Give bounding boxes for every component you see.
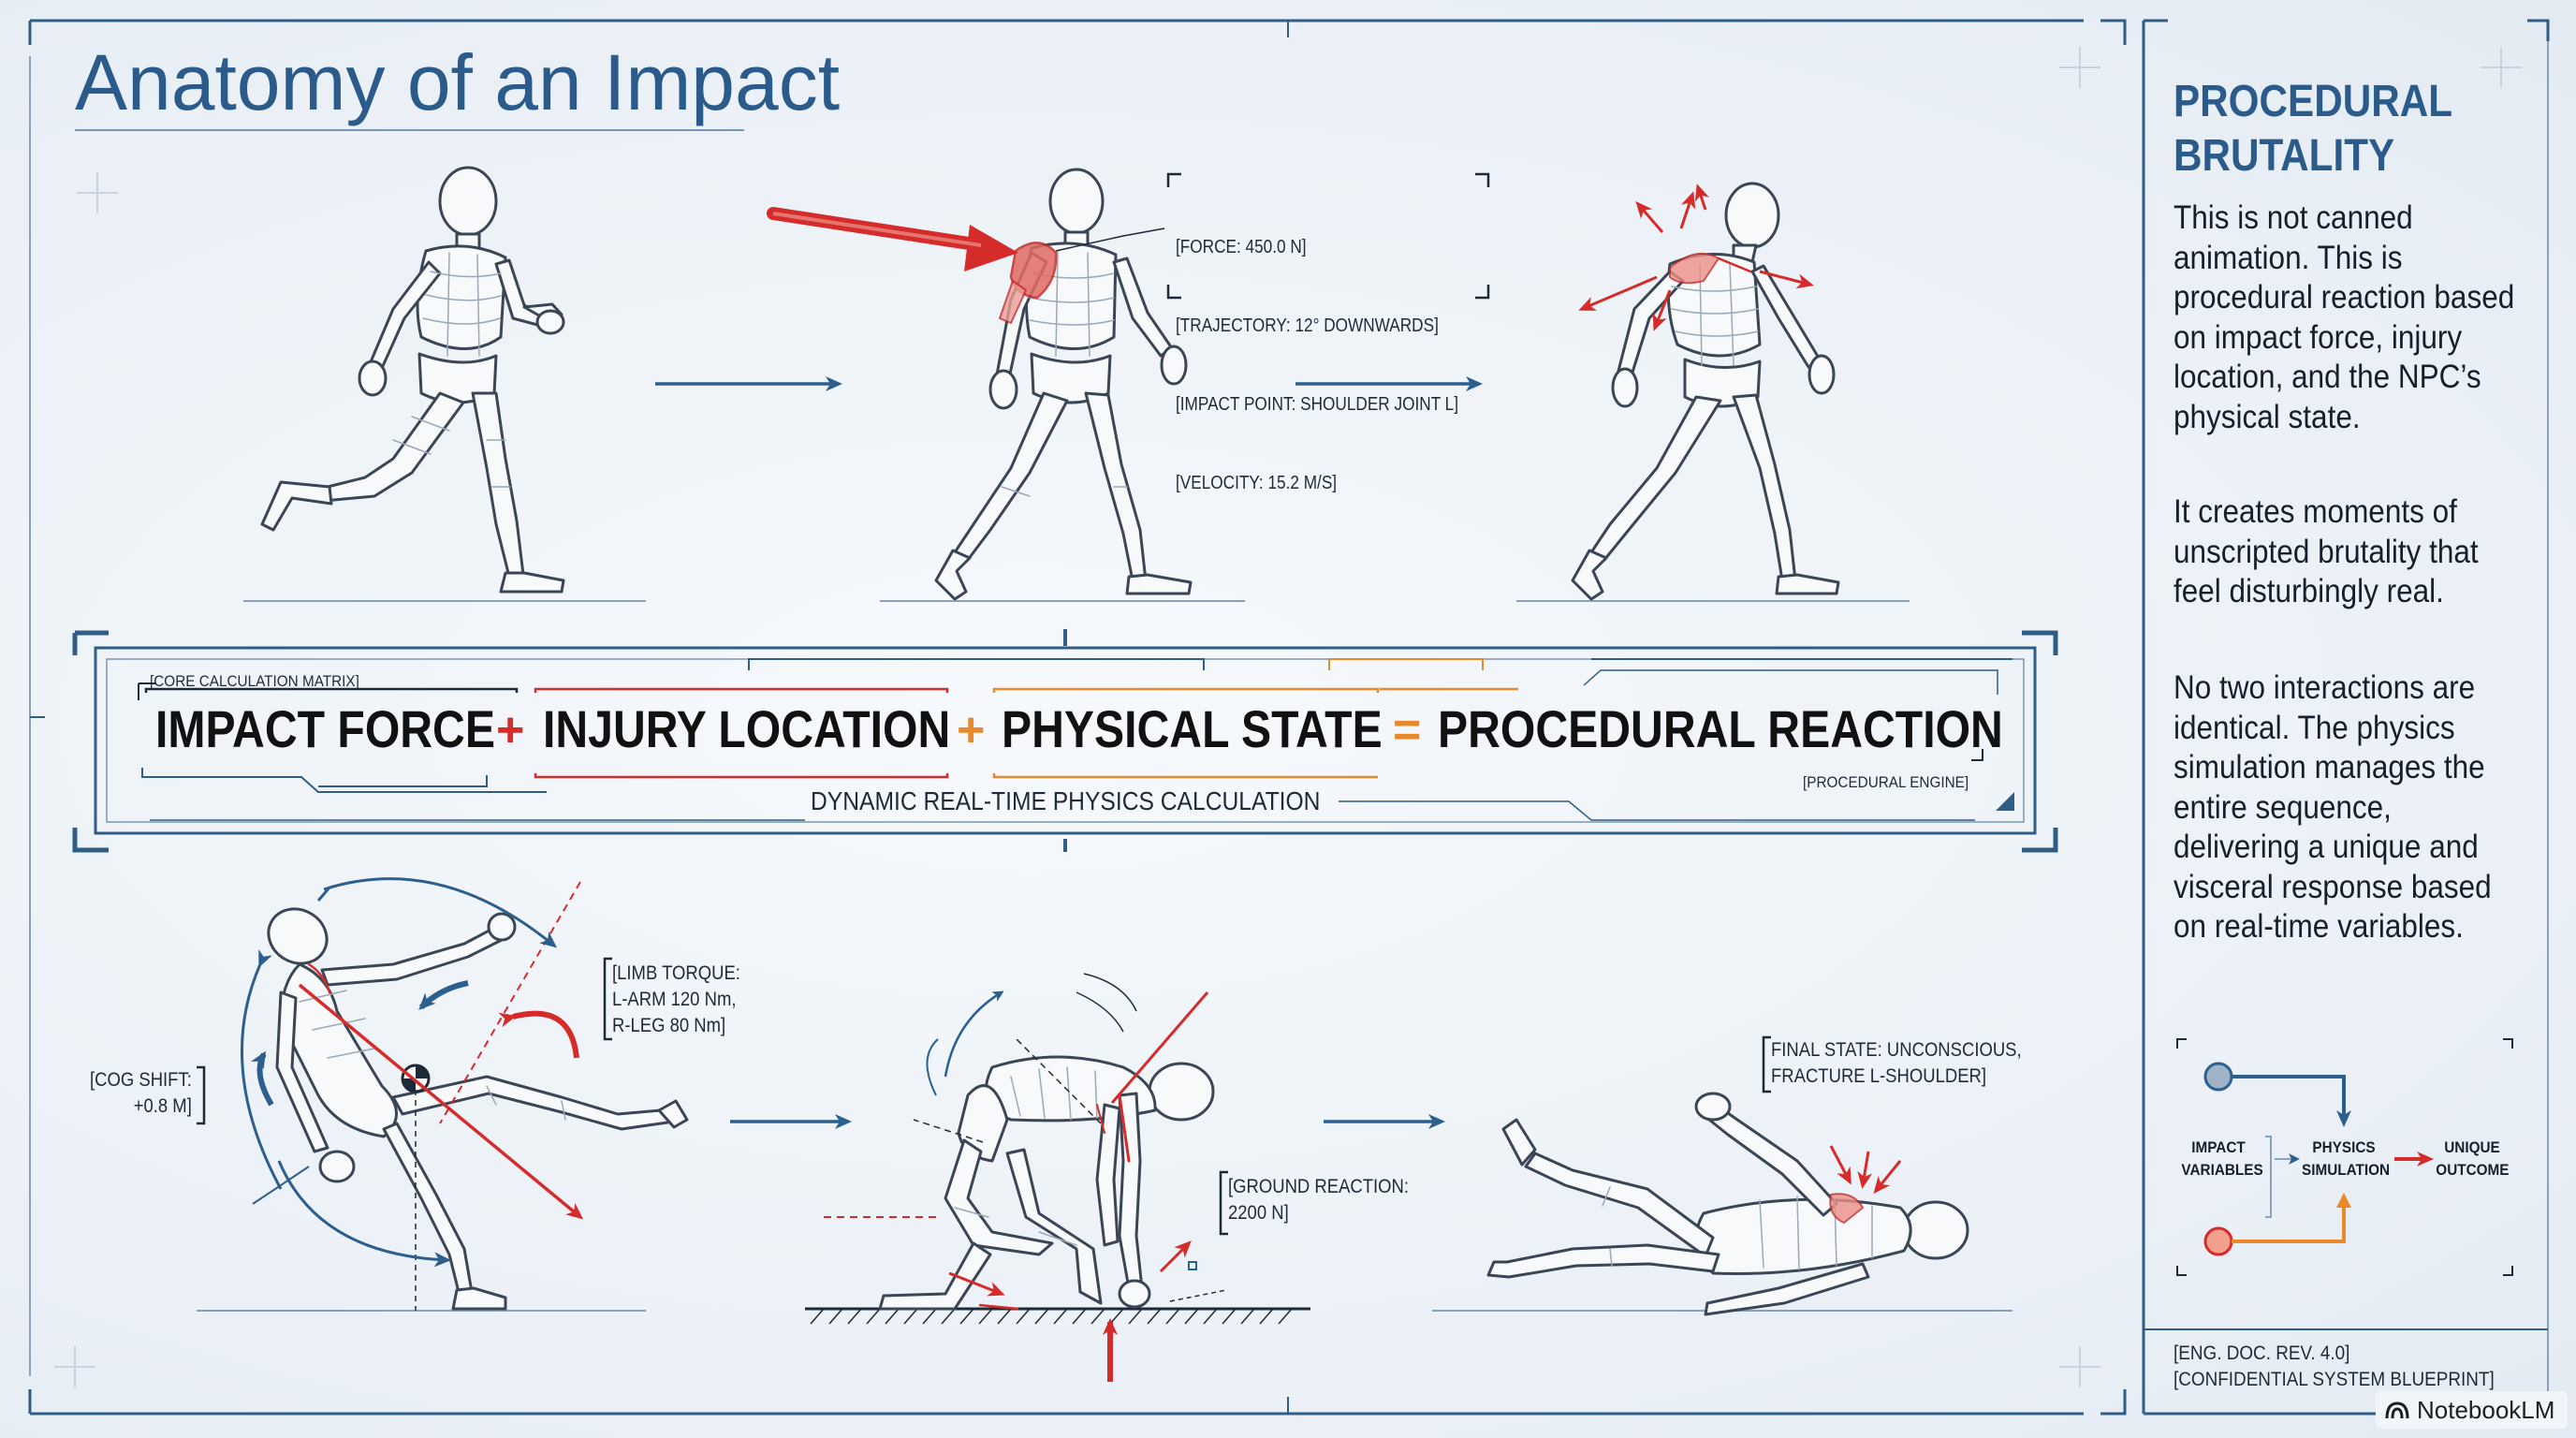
figure-running bbox=[260, 166, 565, 594]
ground-impact-lines bbox=[824, 973, 1227, 1382]
op-plus-2: + bbox=[957, 703, 986, 757]
force-annotation: [FORCE: 450.0 N] [TRAJECTORY: 12° DOWNWA… bbox=[1176, 182, 1458, 522]
annot-force: [FORCE: 450.0 N] bbox=[1176, 237, 1307, 257]
sidebar-paragraph-3: No two interactions are identical. The p… bbox=[2174, 669, 2492, 945]
brand-badge: NotebookLM bbox=[2376, 1391, 2569, 1429]
hatched-ground bbox=[805, 1307, 1310, 1325]
term-boxes bbox=[144, 687, 1518, 779]
page-title: Anatomy of an Impact bbox=[75, 38, 841, 126]
final-state-annotation: FINAL STATE: UNCONSCIOUS, FRACTURE L-SHO… bbox=[1771, 1039, 2022, 1087]
op-plus-1: + bbox=[496, 703, 525, 757]
notebooklm-logo-icon bbox=[2385, 1401, 2409, 1419]
impact-force-arrow bbox=[767, 207, 1018, 271]
limb-torque-annotation: [LIMB TORQUE: L-ARM 120 Nm, R-LEG 80 Nm] bbox=[612, 962, 740, 1036]
brand-name: NotebookLM bbox=[2417, 1395, 2555, 1424]
force-annotation-frame bbox=[1166, 172, 1490, 300]
doc-revision: [ENG. DOC. REV. 4.0] [CONFIDENTIAL SYSTE… bbox=[2174, 1343, 2495, 1390]
figure-lying bbox=[1486, 1092, 1969, 1316]
sidebar-paragraph-1: This is not canned animation. This is pr… bbox=[2174, 199, 2515, 435]
term-physical-state: PHYSICAL STATE bbox=[1002, 699, 1383, 758]
op-equals: = bbox=[1393, 703, 1422, 757]
figure-kneeling bbox=[878, 1055, 1215, 1311]
ground-reaction-annotation: [GROUND REACTION: 2200 N] bbox=[1228, 1176, 1410, 1224]
reaction-arrows bbox=[1578, 183, 1814, 331]
figure-hit bbox=[934, 168, 1193, 601]
term-procedural-reaction: PROCEDURAL REACTION bbox=[1438, 699, 2003, 758]
procedural-engine-tag: [PROCEDURAL ENGINE] bbox=[1803, 773, 1969, 791]
torque-lines bbox=[240, 877, 584, 1311]
term-injury-location: INJURY LOCATION bbox=[543, 699, 951, 758]
flow-output-label: UNIQUE OUTCOME bbox=[2436, 1138, 2510, 1179]
annot-velocity: [VELOCITY: 15.2 M/S] bbox=[1176, 473, 1338, 493]
equation-panel-frame bbox=[72, 629, 2058, 853]
title-underline bbox=[75, 129, 744, 131]
figure-reacting bbox=[1571, 182, 1840, 601]
equation-subtitle: DYNAMIC REAL-TIME PHYSICS CALCULATION bbox=[811, 786, 1321, 815]
sidebar-paragraph-2: It creates moments of unscripted brutali… bbox=[2174, 493, 2479, 609]
flow-input-label: IMPACT VARIABLES bbox=[2181, 1138, 2263, 1179]
cog-shift-annotation: [COG SHIFT: +0.8 M] bbox=[90, 1069, 192, 1117]
term-impact-force: IMPACT FORCE bbox=[155, 699, 495, 758]
annot-impact-point: [IMPACT POINT: SHOULDER JOINT L] bbox=[1176, 394, 1459, 415]
annot-trajectory: [TRAJECTORY: 12° DOWNWARDS] bbox=[1176, 315, 1439, 336]
core-matrix-tag: [CORE CALCULATION MATRIX] bbox=[150, 672, 359, 690]
flow-process-label: PHYSICS SIMULATION bbox=[2302, 1138, 2391, 1179]
flow-diagram bbox=[2176, 1038, 2513, 1276]
outer-frame bbox=[28, 19, 2550, 1416]
sidebar-title: PROCEDURAL BRUTALITY bbox=[2174, 77, 2452, 181]
fracture-arrows bbox=[1829, 1145, 1902, 1195]
figure-falling bbox=[267, 907, 689, 1311]
